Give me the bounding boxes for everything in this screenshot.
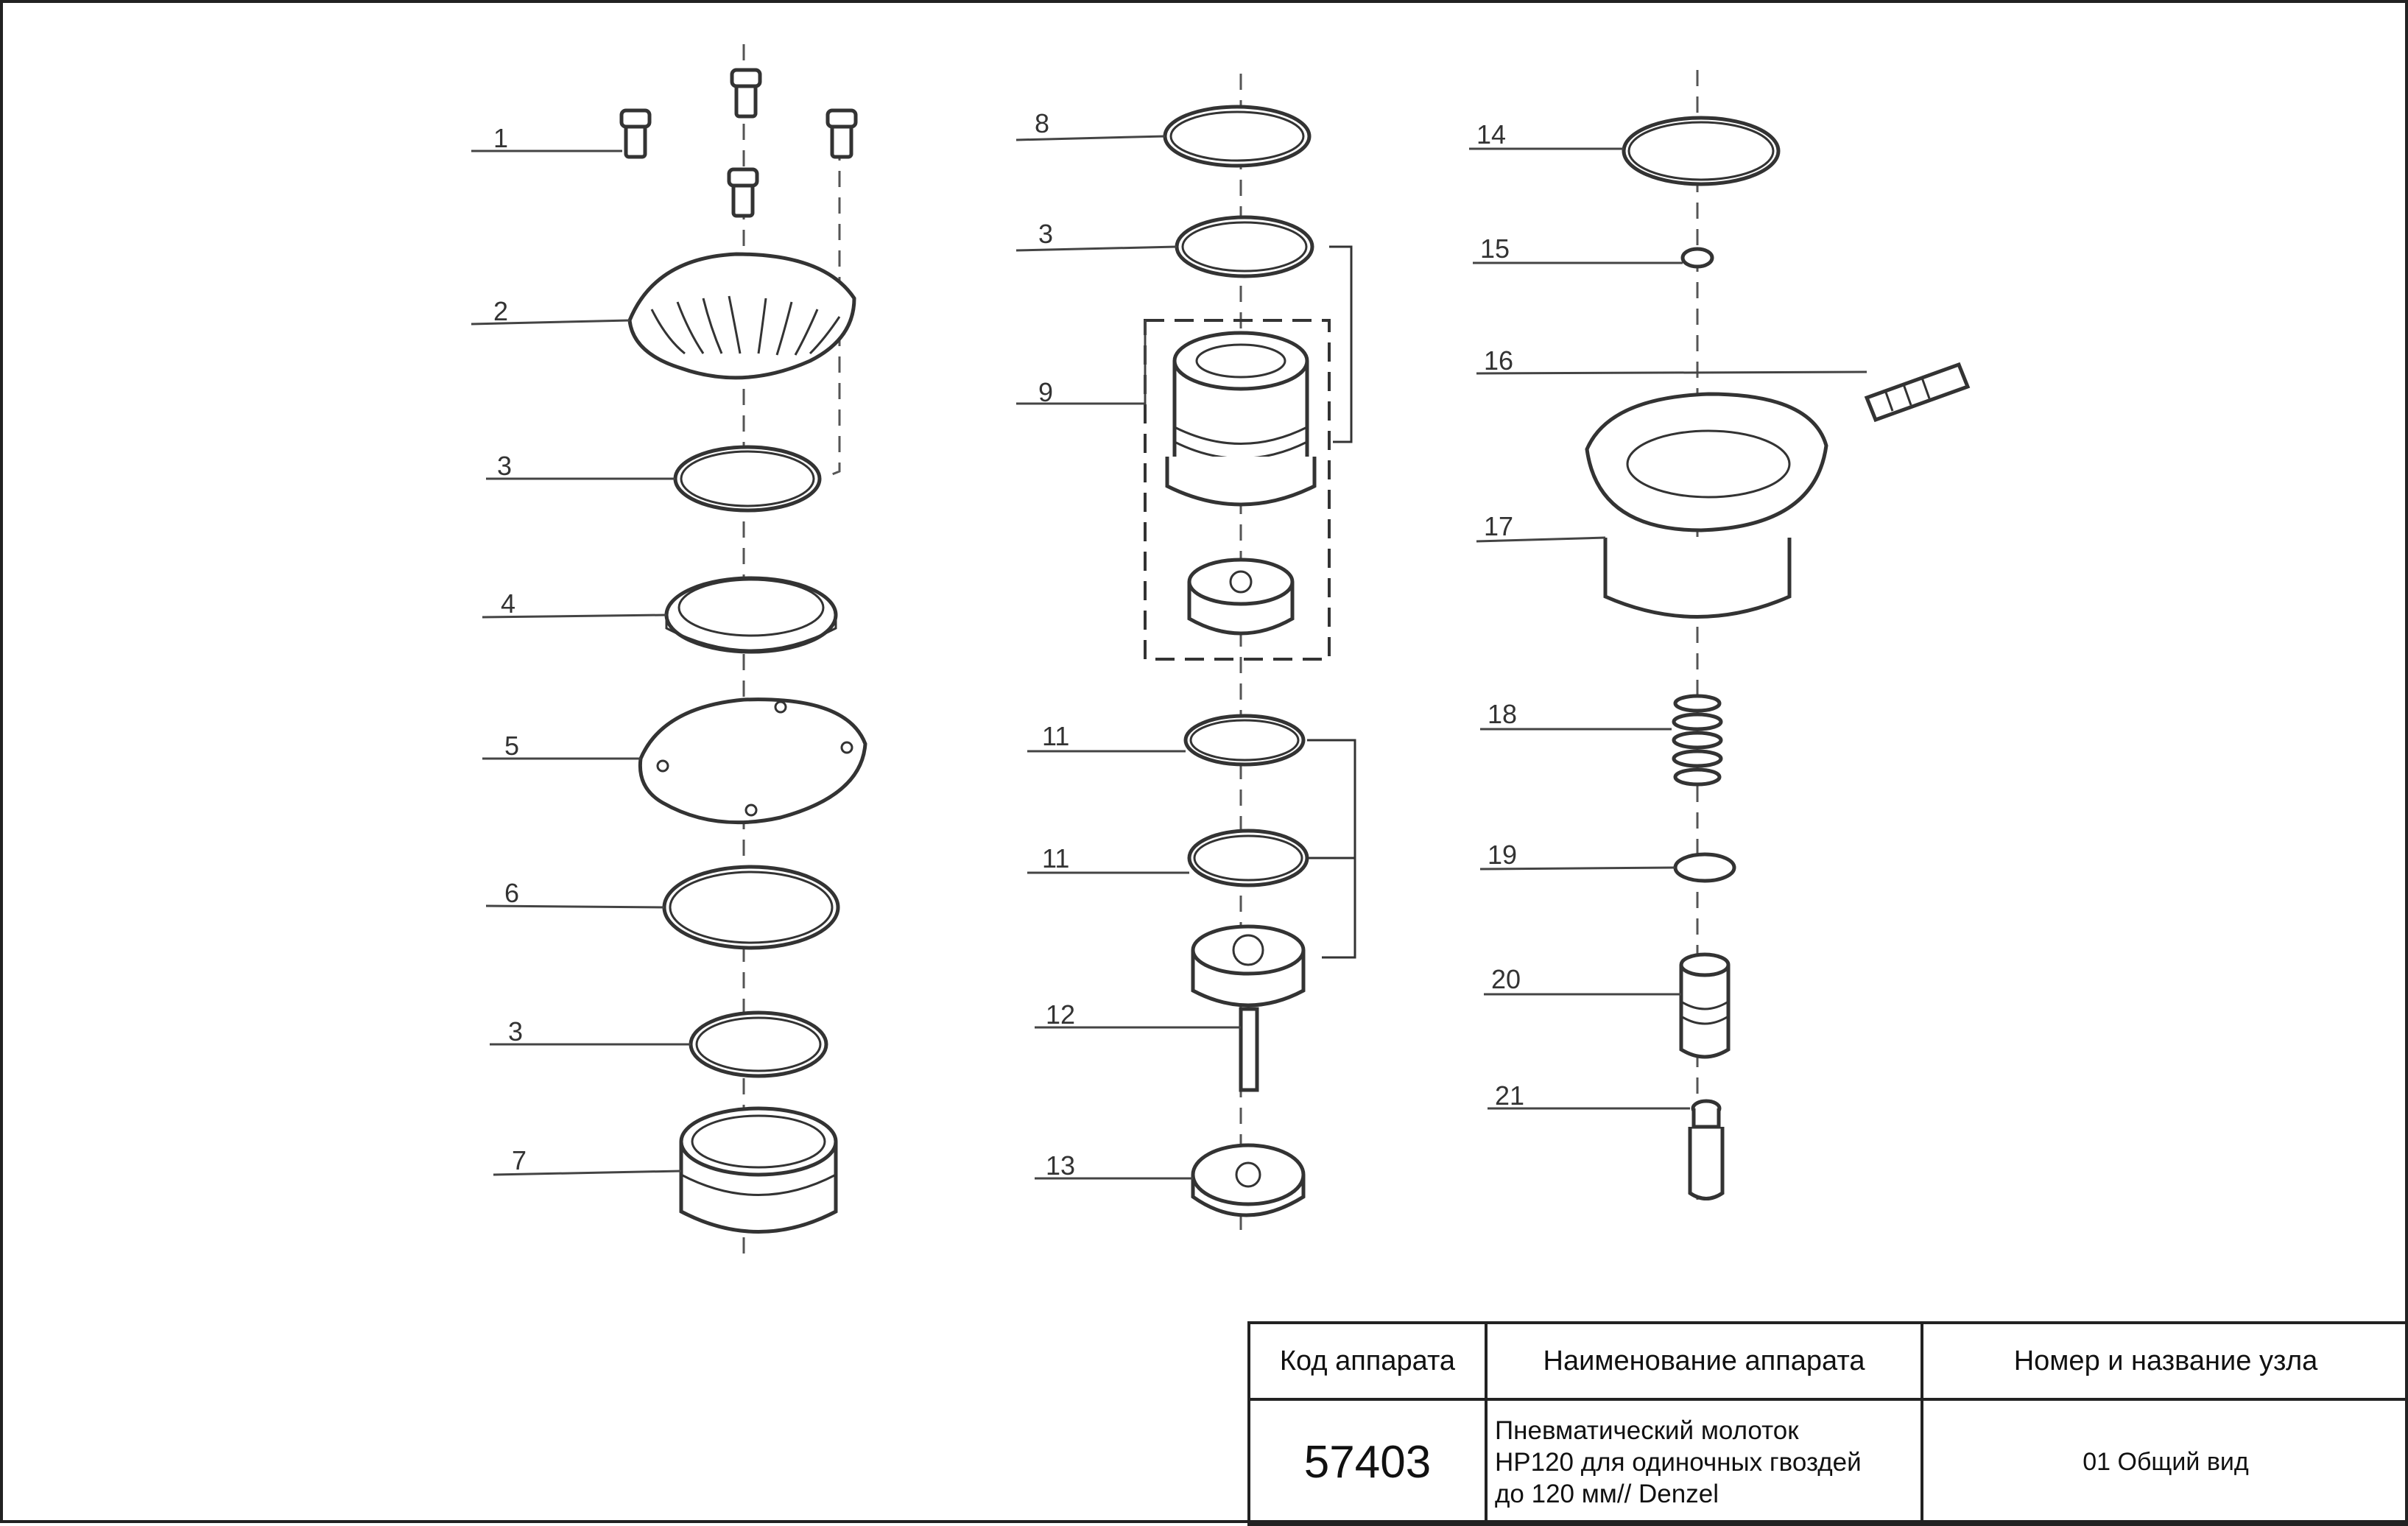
- callout-1: 1: [493, 123, 508, 153]
- part-valve-seat: [1187, 558, 1295, 636]
- callout-6: 6: [504, 878, 519, 908]
- header-name: Наименование аппарата: [1485, 1321, 1923, 1401]
- callout-8: 8: [1035, 108, 1049, 138]
- part-ring-19: [1673, 852, 1736, 883]
- part-washer-15: [1680, 247, 1714, 269]
- callout-3a: 3: [497, 451, 512, 481]
- callout-3c: 3: [1038, 219, 1053, 249]
- device-code: 57403: [1247, 1398, 1488, 1526]
- device-name-line2: НР120 для одиночных гвоздей: [1495, 1447, 1862, 1477]
- part-bushing-20: [1679, 952, 1731, 1059]
- title-block: Код аппарата Наименование аппарата Номер…: [1247, 1321, 2408, 1526]
- part-seal: [662, 865, 840, 950]
- header-node: Номер и название узла: [1921, 1321, 2408, 1401]
- part-gasket: [638, 697, 867, 825]
- part-valve-21: [1688, 1099, 1725, 1200]
- part-screws: [619, 68, 858, 218]
- callout-numbers: 1 2 3 4 5 6 3 7 8 3 9 11 11 12 13 14 15 …: [493, 108, 1524, 1181]
- header-code: Код аппарата: [1247, 1321, 1488, 1401]
- device-name-line3: до 120 мм// Denzel: [1495, 1479, 1719, 1508]
- part-oring-14: [1622, 116, 1781, 186]
- callout-7: 7: [512, 1145, 527, 1175]
- callout-20: 20: [1491, 964, 1521, 994]
- callout-9: 9: [1038, 377, 1053, 407]
- part-bumper: [1191, 1143, 1306, 1217]
- device-name-line1: Пневматический молоток: [1495, 1416, 1799, 1445]
- callout-5: 5: [504, 731, 519, 761]
- callout-17: 17: [1484, 511, 1513, 541]
- callout-13: 13: [1046, 1150, 1075, 1181]
- callout-11a: 11: [1042, 721, 1069, 751]
- callout-15: 15: [1480, 233, 1510, 264]
- leader-lines: [471, 135, 1867, 1180]
- part-spring-18: [1672, 694, 1723, 787]
- part-housing-17: [1585, 392, 1828, 619]
- part-piston: [1191, 924, 1306, 1092]
- callout-18: 18: [1488, 699, 1517, 729]
- part-oring-2: [689, 1010, 828, 1078]
- part-oring: [673, 445, 822, 513]
- node-name: 01 Общий вид: [1921, 1398, 2408, 1526]
- part-cylinder: [679, 1106, 838, 1234]
- callout-16: 16: [1484, 345, 1513, 376]
- callout-14: 14: [1476, 119, 1506, 150]
- part-valve-sleeve: [1165, 331, 1317, 507]
- part-fitting-16: [1864, 362, 1971, 423]
- part-oring-11b: [1187, 829, 1309, 887]
- callout-4: 4: [501, 588, 515, 619]
- callout-11b: 11: [1042, 843, 1069, 873]
- part-oring-3-mid: [1175, 215, 1314, 278]
- callout-3b: 3: [508, 1016, 523, 1047]
- callout-21: 21: [1495, 1080, 1524, 1111]
- part-oring-11a: [1183, 714, 1306, 767]
- callout-12: 12: [1046, 999, 1075, 1030]
- part-top-cover: [627, 252, 856, 380]
- part-ring: [664, 576, 838, 654]
- callout-19: 19: [1488, 840, 1517, 870]
- part-oring-8: [1163, 105, 1312, 168]
- assembly-9-frame: [1144, 319, 1331, 661]
- callout-2: 2: [493, 296, 508, 326]
- device-name: Пневматический молоток НР120 для одиночн…: [1485, 1398, 1923, 1526]
